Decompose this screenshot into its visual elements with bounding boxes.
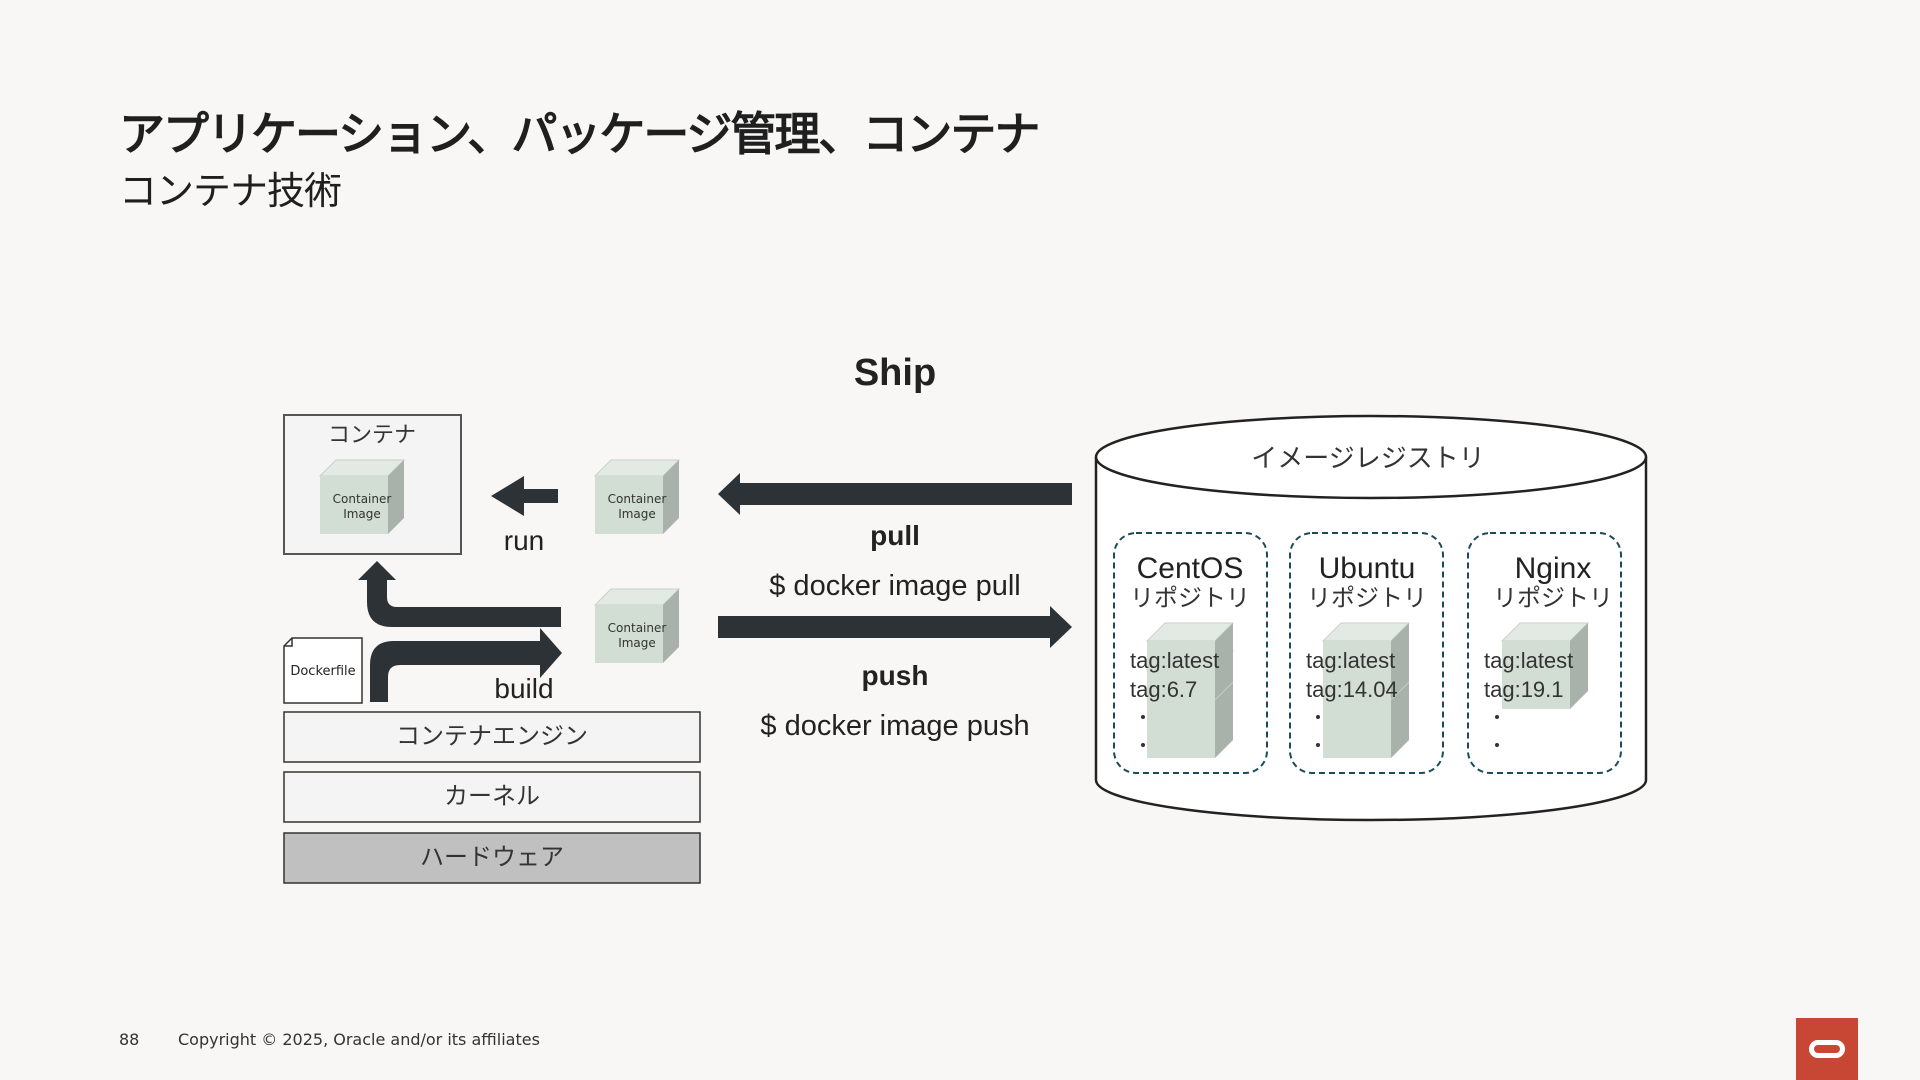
run-arrow xyxy=(491,476,558,516)
repo-tag: tag:6.7 xyxy=(1130,677,1197,702)
layer-label: カーネル xyxy=(444,782,540,810)
more-dot xyxy=(1495,715,1499,719)
kernel-layer xyxy=(283,771,701,823)
repo-name: CentOS xyxy=(1137,552,1244,585)
push-command: $ docker image push xyxy=(760,710,1029,742)
run-label: run xyxy=(504,525,544,556)
image-label-line2: Image xyxy=(618,636,656,650)
repo-tag: tag:19.1 xyxy=(1484,677,1564,702)
oracle-logo-icon xyxy=(1796,1018,1858,1080)
repo-tag: tag:latest xyxy=(1306,648,1395,673)
image-registry xyxy=(1094,414,1648,822)
pull-arrow xyxy=(718,473,1072,515)
container-image-pulled: Container Image xyxy=(594,459,680,535)
dockerfile-icon xyxy=(283,637,363,704)
repo-tag: tag:14.04 xyxy=(1306,677,1398,702)
repo-tag: tag:latest xyxy=(1130,648,1219,673)
slide-title: アプリケーション、パッケージ管理、コンテナ xyxy=(119,107,1040,161)
repo-suffix: リポジトリ xyxy=(1307,584,1427,612)
deploy-curved-arrow xyxy=(358,561,561,627)
repo-image-stack xyxy=(1321,622,1411,758)
image-label-line1: Container xyxy=(333,492,392,506)
layer-label: ハードウェア xyxy=(420,843,564,871)
container-label: コンテナ xyxy=(328,423,416,448)
dockerfile-label: Dockerfile xyxy=(290,664,355,679)
layer-label: コンテナエンジン xyxy=(396,722,588,750)
repo-centos: CentOS リポジトリ tag:latest tag:6.7 xyxy=(1113,532,1268,774)
repo-ubuntu: Ubuntu リポジトリ tag:latest tag:14.04 xyxy=(1289,532,1444,774)
repo-image-stack xyxy=(1145,622,1235,758)
more-dot xyxy=(1141,743,1145,747)
copyright-notice: Copyright © 2025, Oracle and/or its affi… xyxy=(178,1030,540,1049)
build-label: build xyxy=(494,673,553,704)
slide-subtitle: コンテナ技術 xyxy=(119,169,342,213)
more-dot xyxy=(1316,715,1320,719)
repo-nginx: Nginx リポジトリ tag:latest tag:19.1 xyxy=(1467,532,1622,774)
container-engine-layer xyxy=(283,711,701,763)
registry-label: イメージレジストリ xyxy=(1251,444,1484,474)
more-dot xyxy=(1495,743,1499,747)
image-label-line1: Container xyxy=(608,621,667,635)
repo-image-stack xyxy=(1500,622,1590,709)
image-label-line2: Image xyxy=(343,507,381,521)
image-label-line2: Image xyxy=(618,507,656,521)
repo-name: Nginx xyxy=(1515,552,1592,585)
image-label-line1: Container xyxy=(608,492,667,506)
more-dot xyxy=(1141,715,1145,719)
pull-label: pull xyxy=(870,520,920,551)
hardware-layer xyxy=(283,832,701,884)
pull-command: $ docker image pull xyxy=(769,570,1020,602)
repo-suffix: リポジトリ xyxy=(1493,584,1613,612)
repo-suffix: リポジトリ xyxy=(1130,584,1250,612)
build-curved-arrow xyxy=(370,628,562,702)
container-image-built: Container Image xyxy=(594,588,680,664)
repo-tag: tag:latest xyxy=(1484,648,1573,673)
repo-name: Ubuntu xyxy=(1319,552,1416,585)
push-arrow xyxy=(718,606,1072,648)
push-label: push xyxy=(862,660,929,691)
more-dot xyxy=(1316,743,1320,747)
container-image-running: Container Image xyxy=(319,459,405,535)
page-number: 88 xyxy=(119,1030,140,1049)
diagram-heading: Ship xyxy=(854,352,936,394)
